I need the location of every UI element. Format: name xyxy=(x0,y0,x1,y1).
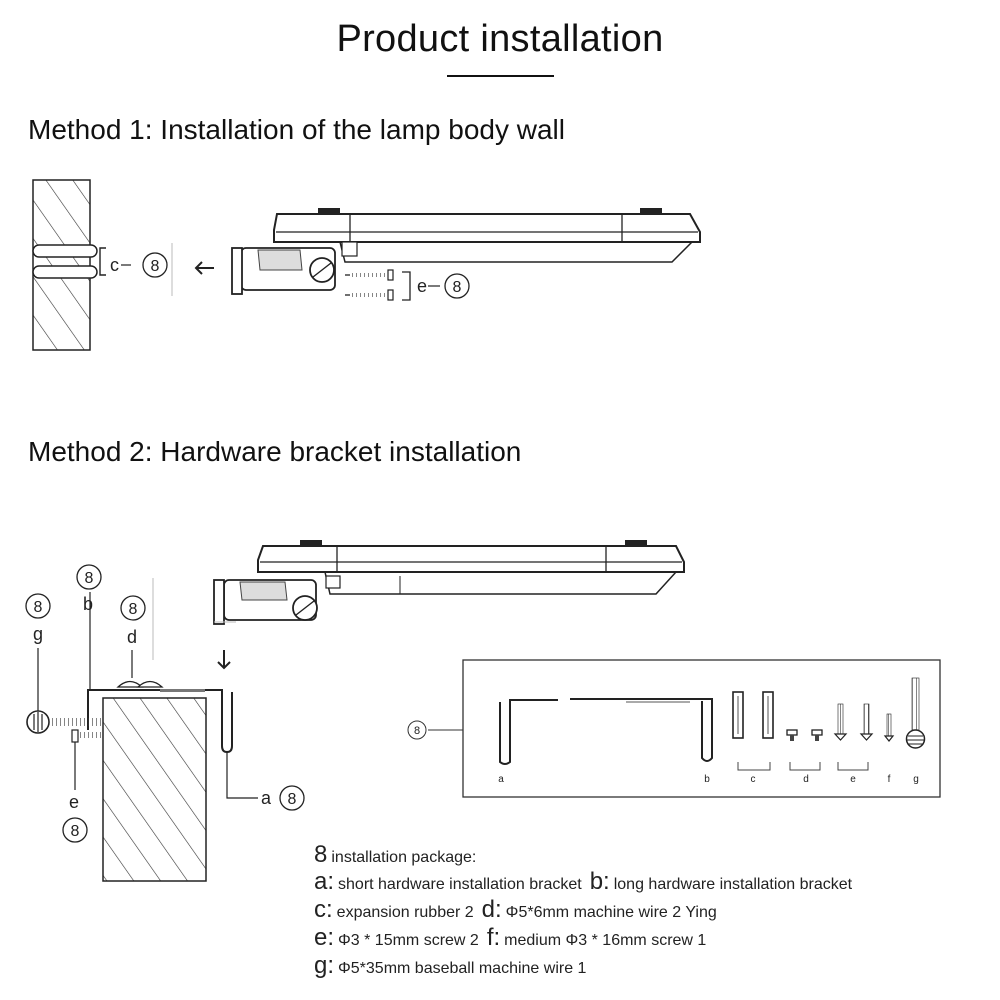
label-e-letter: e xyxy=(69,792,79,812)
package-item-b-icon xyxy=(570,698,713,762)
wall-section-method1 xyxy=(32,179,106,351)
package-label-f: f xyxy=(888,774,891,785)
legend-letter-e: e: xyxy=(314,924,335,951)
callout-c-letter: c xyxy=(110,255,119,275)
package-label-d: d xyxy=(803,774,809,785)
legend-text-f: medium Φ3 * 16mm screw 1 xyxy=(504,932,707,949)
package-label-g: g xyxy=(913,774,919,785)
package-item-g-icon xyxy=(905,677,926,749)
arrow-left-icon xyxy=(194,261,214,275)
method1-diagram: c 8 xyxy=(32,179,701,351)
callout-e-letter: e xyxy=(417,276,427,296)
method2-diagram: 8 g 8 b 8 d e 8 a 8 xyxy=(25,540,685,882)
package-item-f-icon xyxy=(883,713,895,742)
package-contents-box: 8 xyxy=(407,659,941,798)
label-b-qty: 8 xyxy=(85,570,94,587)
label-a-qty: 8 xyxy=(288,791,297,808)
legend-row-ef: e:Φ3 * 15mm screw 2 f:medium Φ3 * 16mm sc… xyxy=(314,924,706,952)
package-item-e-icon xyxy=(833,703,874,741)
package-label-c: c xyxy=(751,774,756,785)
screw-e-icon xyxy=(71,729,102,790)
label-b-group: 8 b xyxy=(76,564,102,614)
package-label-a: a xyxy=(498,774,504,785)
callout-e-qty: 8 xyxy=(453,279,462,296)
lamp-body-method2 xyxy=(213,540,685,625)
label-g-letter: g xyxy=(33,624,43,644)
method1-heading: Method 1: Installation of the lamp body … xyxy=(28,114,565,145)
package-heading-text: installation package: xyxy=(331,849,477,866)
label-e-qty: 8 xyxy=(71,823,80,840)
method2-heading: Method 2: Hardware bracket installation xyxy=(28,436,522,467)
label-a-group: a 8 xyxy=(261,785,305,811)
callout-c-qty: 8 xyxy=(151,258,160,275)
package-item-d-icon xyxy=(786,729,823,741)
baseball-screw-g-icon xyxy=(26,648,103,734)
legend-letter-a: a: xyxy=(314,868,335,895)
legend-letter-f: f: xyxy=(486,924,501,951)
label-g-qty: 8 xyxy=(34,599,43,616)
arrow-down-icon xyxy=(217,650,231,670)
package-item-a-icon xyxy=(499,699,558,765)
legend-text-d: Φ5*6mm machine wire 2 Ying xyxy=(505,904,717,921)
legend-text-c: expansion rubber 2 xyxy=(336,904,474,921)
callout-c-qty-marker: 8 xyxy=(142,252,168,278)
legend-letter-c: c: xyxy=(314,896,333,923)
legend-text-g: Φ5*35mm baseball machine wire 1 xyxy=(338,960,587,977)
label-e-group: e 8 xyxy=(62,792,88,843)
callout-e-qty-marker: 8 xyxy=(444,273,470,299)
machine-screw-d-icon xyxy=(116,650,205,692)
legend-text-b: long hardware installation bracket xyxy=(613,876,853,893)
label-g-group: 8 g xyxy=(25,593,51,644)
label-d-qty: 8 xyxy=(129,601,138,618)
legend-text-a: short hardware installation bracket xyxy=(338,876,582,893)
page-title: Product installation xyxy=(336,18,664,60)
label-d-group: 8 d xyxy=(120,595,146,647)
label-b-letter: b xyxy=(83,594,93,614)
short-bracket-a xyxy=(209,689,233,754)
title-underline xyxy=(447,75,554,77)
label-a-letter: a xyxy=(261,788,272,808)
lamp-body-method1 xyxy=(231,208,701,295)
legend-letter-b: b: xyxy=(589,868,610,895)
legend-row-g: g:Φ5*35mm baseball machine wire 1 xyxy=(314,952,586,980)
wall-section-method2 xyxy=(102,697,207,882)
legend-letter-g: g: xyxy=(314,952,335,979)
package-qty: 8 xyxy=(414,725,420,737)
legend-text-e: Φ3 * 15mm screw 2 xyxy=(338,932,479,949)
label-d-letter: d xyxy=(127,627,137,647)
screw-icon-pair xyxy=(345,269,411,301)
package-count: 8 xyxy=(314,841,328,868)
legend-row-ab: a:short hardware installation bracket b:l… xyxy=(314,868,852,896)
legend-letter-d: d: xyxy=(481,896,502,923)
package-label-e: e xyxy=(850,774,856,785)
package-item-c-icon xyxy=(732,691,774,739)
package-label-b: b xyxy=(704,774,710,785)
legend-row-cd: c:expansion rubber 2 d:Φ5*6mm machine wir… xyxy=(314,896,717,924)
